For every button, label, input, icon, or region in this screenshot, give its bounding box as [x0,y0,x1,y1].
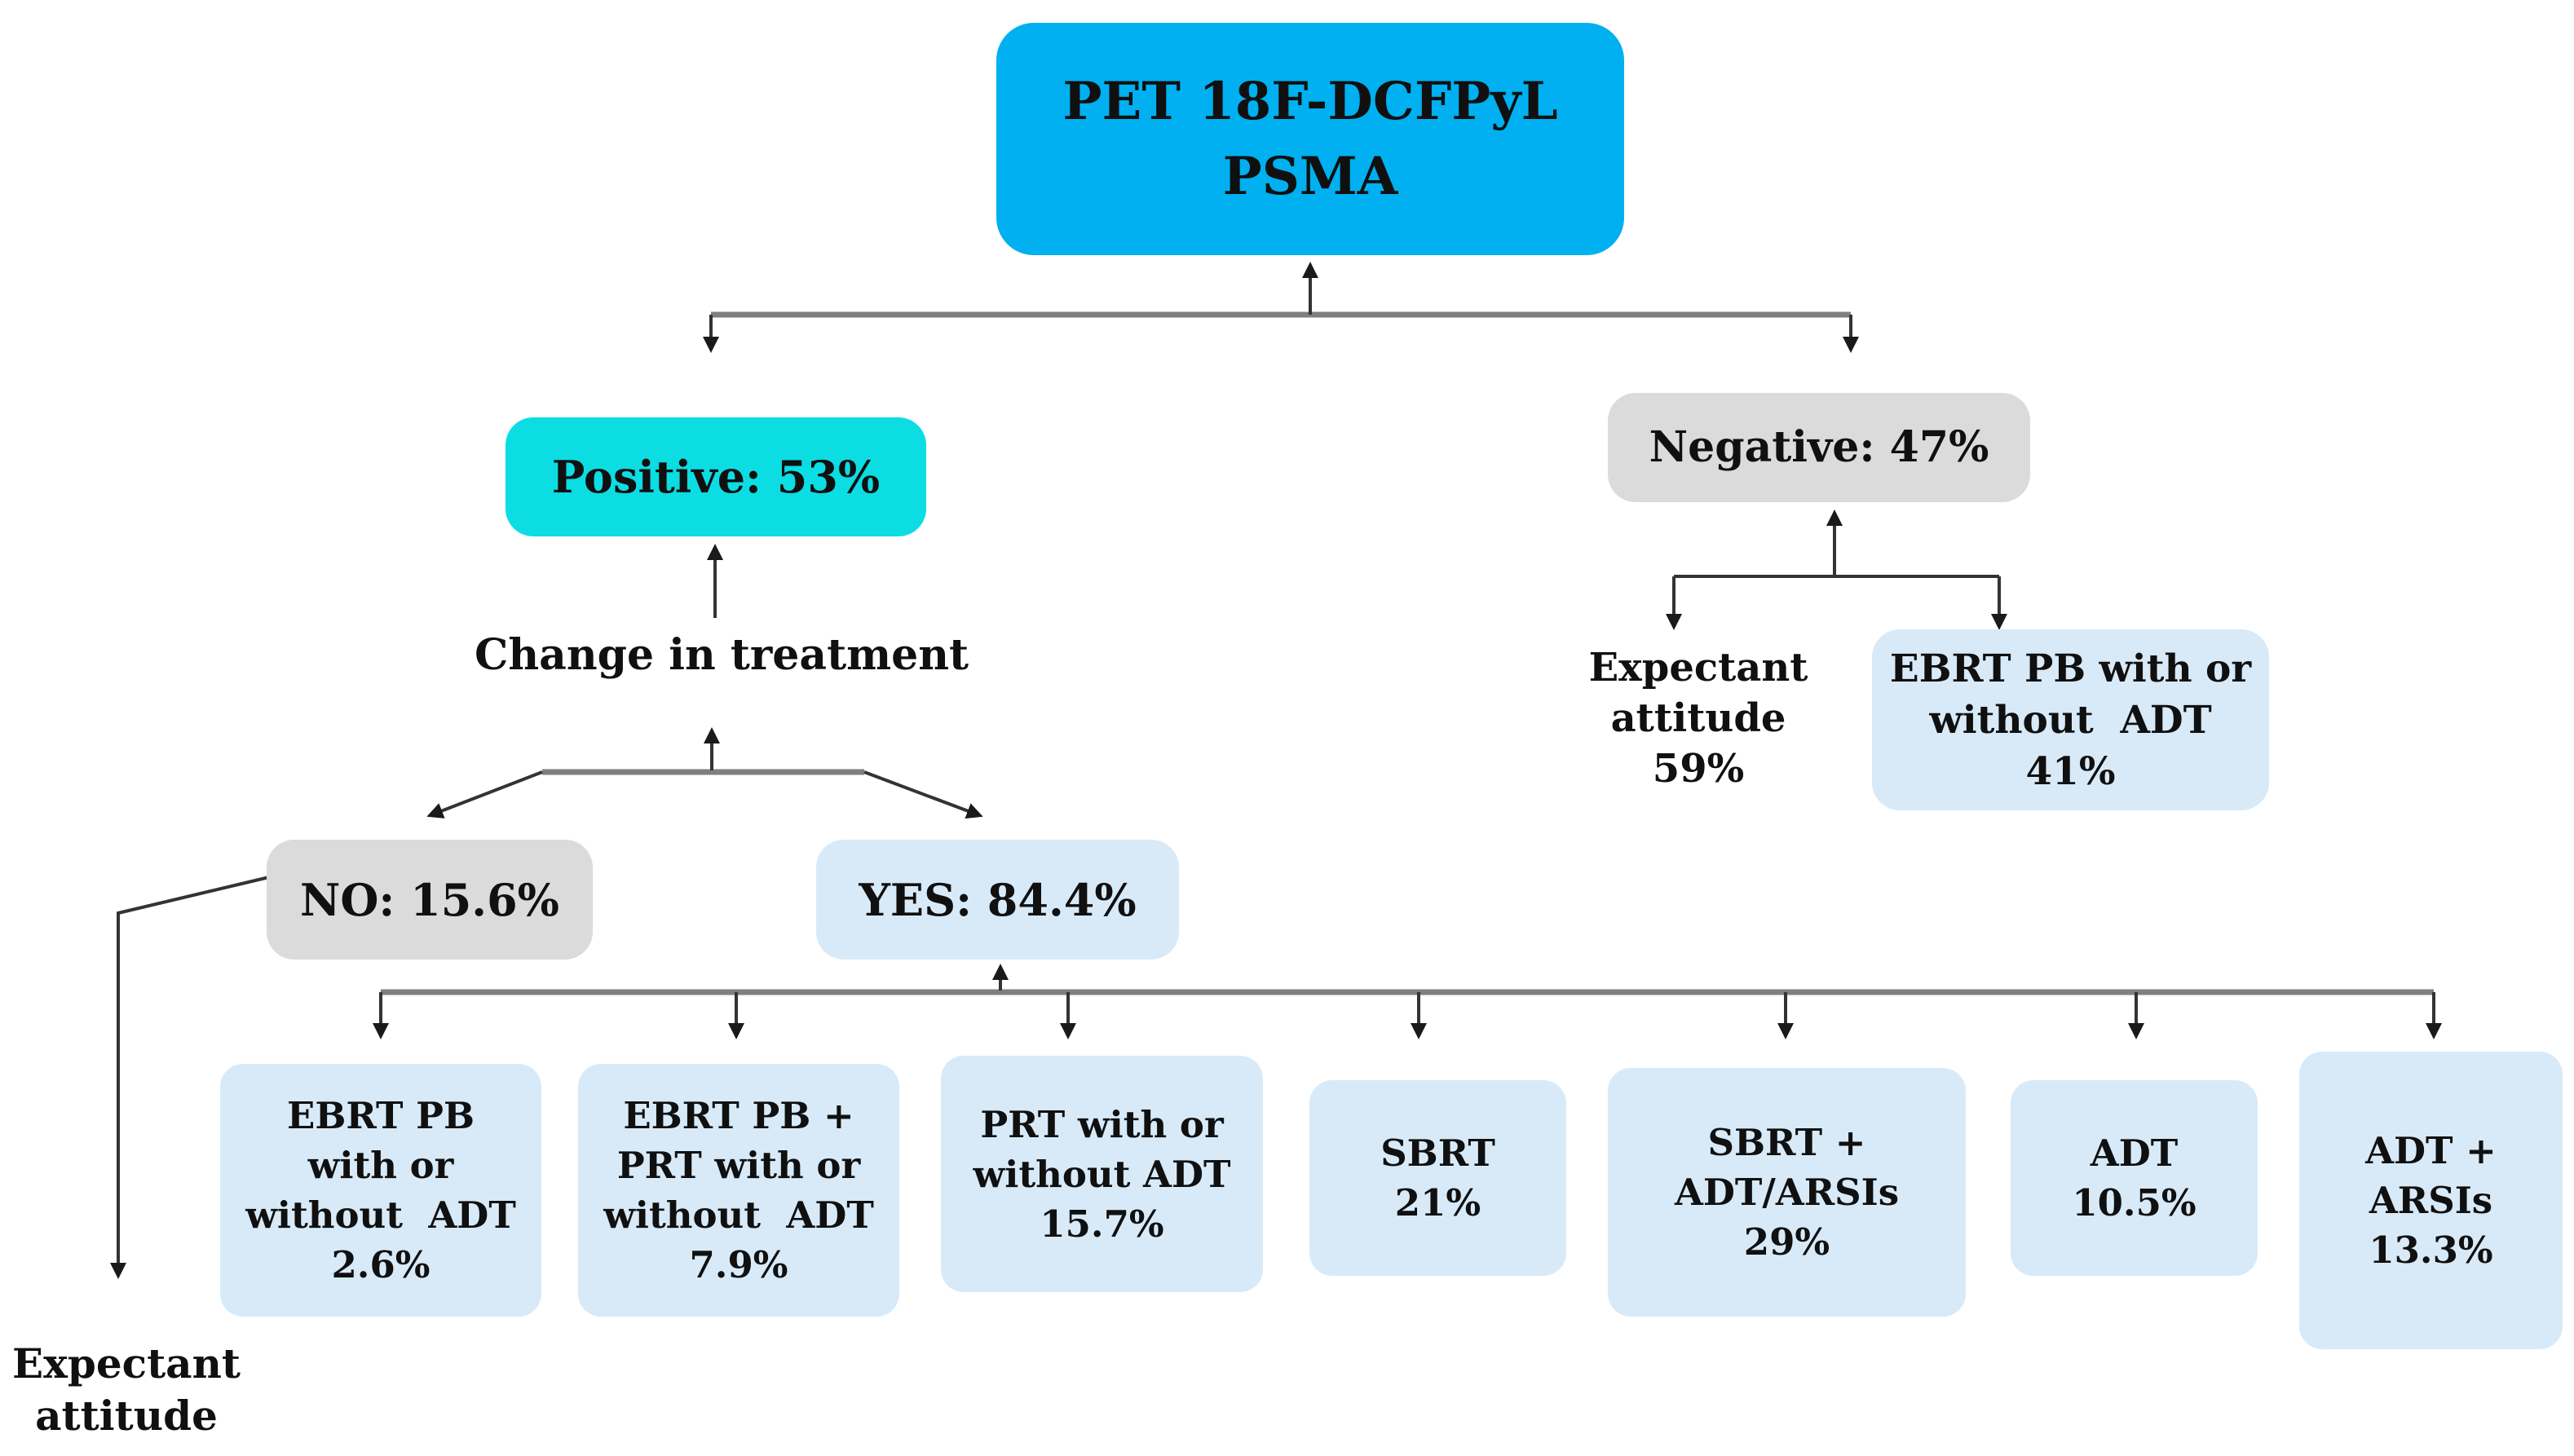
treatment-line: EBRT PB [287,1094,475,1137]
treatment-box-sbrt: SBRT 21% [1309,1080,1566,1276]
expectant-negative-line: attitude [1610,695,1786,741]
treatment-line: 7.9% [689,1243,788,1286]
treatment-line: 29% [1743,1220,1830,1264]
no-label: NO: 15.6% [300,873,559,926]
treatment-box-prt: PRT with or without ADT 15.7% [941,1056,1263,1292]
treatment-box-sbrt-adt-arsis: SBRT + ADT/ARSIs 29% [1608,1068,1966,1317]
treatment-line: SBRT + [1707,1121,1866,1164]
treatment-line: ARSIs [2369,1179,2493,1222]
change-in-treatment-label: Change in treatment [475,629,969,682]
ebrt-negative-line: without ADT [1929,697,2212,743]
treatment-line: 10.5% [2072,1181,2197,1224]
treatment-line: ADT [2090,1132,2179,1175]
expectant-no-line: attitude [35,1392,218,1440]
root-box-line: PSMA [1222,145,1398,207]
treatment-line: ADT + [2365,1129,2497,1172]
expectant-negative-line: 59% [1652,746,1745,792]
treatment-line: 21% [1394,1181,1481,1224]
treatment-line: PRT with or [616,1144,861,1187]
negative-box: Negative: 47% [1608,393,2030,502]
positive-label: Positive: 53% [551,451,881,503]
no-box: NO: 15.6% [267,840,593,960]
ebrt-pb-negative-box: EBRT PB with or without ADT 41% [1872,629,2269,810]
yes-label: YES: 84.4% [859,873,1137,926]
expectant-negative-line: Expectant [1588,645,1808,690]
root-box-pet-psma: PET 18F-DCFPyL PSMA [996,23,1624,255]
treatment-line: PRT with or [980,1102,1224,1146]
negative-label: Negative: 47% [1649,422,1989,472]
positive-box: Positive: 53% [506,417,926,536]
expectant-no-line: Expectant [11,1339,241,1388]
expectant-attitude-no-label: Expectant attitude [4,1337,249,1443]
expectant-attitude-negative-label: Expectant attitude 59% [1564,641,1833,796]
ebrt-negative-line: EBRT PB with or [1889,646,2252,691]
treatment-line: SBRT [1380,1132,1495,1175]
root-box-line: PET 18F-DCFPyL [1062,70,1558,132]
no-to-expectant-line [110,876,270,1279]
ebrt-negative-line: 41% [2025,748,2116,794]
treatment-box-adt-arsis: ADT + ARSIs 13.3% [2299,1052,2563,1349]
treatment-line: 15.7% [1040,1202,1164,1246]
yes-box: YES: 84.4% [816,840,1179,960]
treatment-line: without ADT [603,1193,874,1237]
treatment-line: 2.6% [331,1243,430,1286]
treatment-box-ebrt-pb-prt: EBRT PB + PRT with or without ADT 7.9% [578,1064,899,1317]
treatment-box-adt: ADT 10.5% [2011,1080,2258,1276]
diag-to-no [426,770,543,818]
change-in-treatment-text: Change in treatment [474,630,969,680]
treatment-box-ebrt-pb: EBRT PB with or without ADT 2.6% [220,1064,541,1317]
diag-to-yes [863,770,983,819]
treatment-line: 13.3% [2369,1229,2493,1272]
treatment-line: with or [307,1144,454,1187]
treatment-line: EBRT PB + [623,1094,854,1137]
treatment-line: ADT/ARSIs [1674,1171,1900,1214]
treatment-line: without ADT [973,1152,1231,1196]
treatment-line: without ADT [245,1193,516,1237]
